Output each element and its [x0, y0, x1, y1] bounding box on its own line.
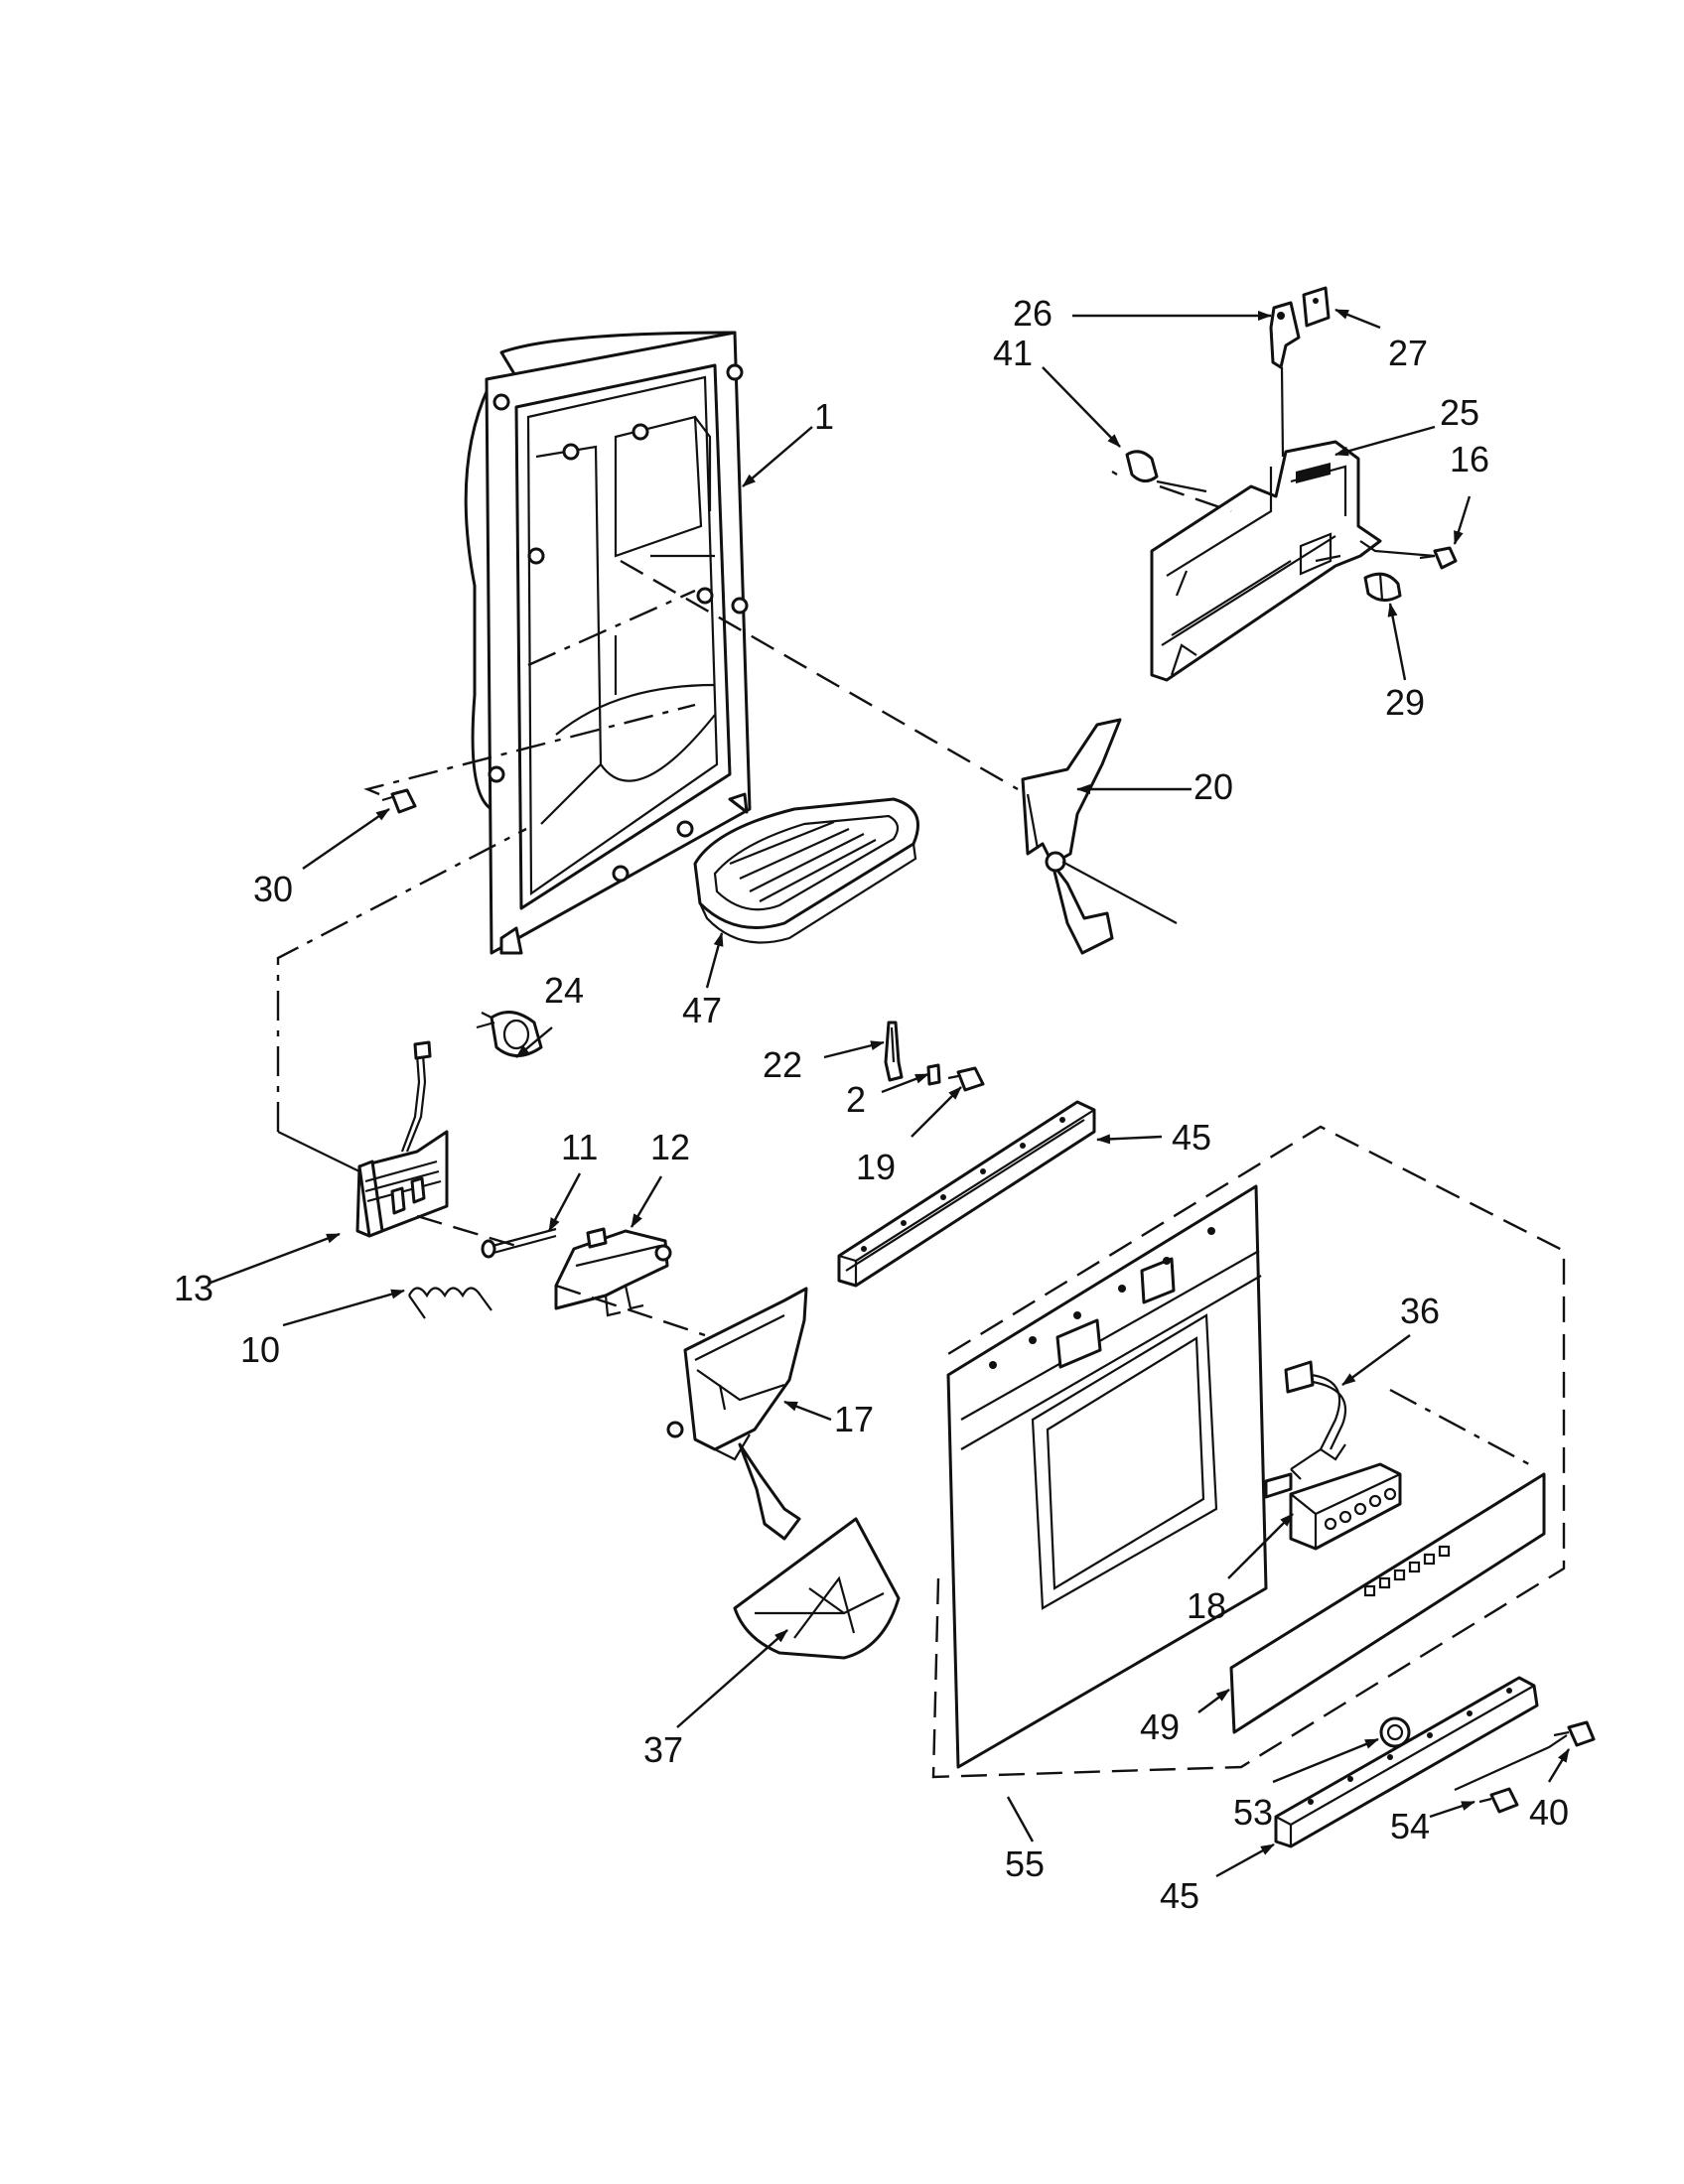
callout-26: 26 [1013, 293, 1052, 334]
trim-strip-upper-part-45 [837, 1100, 1096, 1288]
microswitch-part-26 [1269, 301, 1301, 458]
callout-11: 11 [561, 1127, 598, 1167]
dispenser-front-assembly-part-55 [931, 1125, 1566, 1779]
actuator-lever-part-20 [1021, 718, 1122, 955]
leader-lines [210, 308, 1571, 1878]
callout-29: 29 [1385, 682, 1425, 723]
overlay-panel-part-49 [1229, 1472, 1546, 1734]
screw-part-30 [381, 788, 417, 814]
screw-part-40 [1553, 1720, 1596, 1747]
callout-27: 27 [1388, 333, 1428, 373]
trim-strip-lower-part-45 [1274, 1676, 1539, 1848]
knob-part-53 [1379, 1716, 1411, 1748]
screw-part-19 [947, 1066, 985, 1092]
callout-45-upper: 45 [1172, 1117, 1211, 1158]
callout-19: 19 [856, 1147, 896, 1187]
assembly-lines [276, 471, 1568, 1792]
callout-30: 30 [253, 869, 293, 909]
terminal-part-2 [926, 1063, 941, 1086]
spring-part-10 [408, 1287, 492, 1319]
bracket-part-12 [554, 1227, 672, 1317]
callout-41: 41 [993, 333, 1033, 373]
wire-harness-part-36 [1284, 1360, 1347, 1480]
motor-part-13 [355, 1040, 449, 1238]
callout-25: 25 [1440, 392, 1479, 433]
callout-45-lower: 45 [1160, 1875, 1199, 1916]
housing-frame-part-1 [464, 331, 752, 955]
screw-part-16 [1419, 546, 1458, 570]
actuator-paddle-part-17 [666, 1287, 808, 1541]
callout-47: 47 [682, 990, 722, 1030]
callout-54: 54 [1390, 1806, 1430, 1846]
callout-labels: 1 26 27 41 25 16 29 20 30 47 24 22 2 19 … [174, 293, 1569, 1916]
contact-part-22 [884, 1021, 904, 1082]
callout-12: 12 [650, 1127, 690, 1167]
callout-13: 13 [174, 1268, 213, 1308]
drip-grille-part-47 [693, 797, 919, 944]
insulator-plate-part-27 [1302, 286, 1331, 328]
callout-17: 17 [834, 1399, 874, 1439]
callout-18: 18 [1187, 1585, 1226, 1626]
callout-20: 20 [1193, 766, 1233, 807]
callout-1: 1 [814, 396, 834, 437]
callout-36: 36 [1400, 1291, 1440, 1331]
screw-part-54 [1478, 1787, 1519, 1814]
shaft-part-11 [481, 1227, 557, 1259]
callout-24: 24 [544, 970, 584, 1011]
bushing-part-29 [1363, 572, 1402, 602]
control-board-part-18 [1264, 1462, 1402, 1551]
bumper-part-41 [1125, 450, 1159, 482]
callout-40: 40 [1529, 1792, 1569, 1833]
callout-22: 22 [763, 1044, 802, 1085]
callout-16: 16 [1450, 439, 1489, 479]
ice-chute-part-37 [733, 1517, 901, 1660]
callout-55: 55 [1005, 1843, 1045, 1884]
callout-10: 10 [240, 1329, 280, 1370]
solenoid-part-24 [476, 1011, 543, 1057]
callout-53: 53 [1233, 1792, 1273, 1833]
callout-49: 49 [1140, 1706, 1180, 1747]
callout-2: 2 [846, 1079, 866, 1120]
upper-bracket-part-25 [1150, 440, 1382, 682]
callout-37: 37 [643, 1729, 683, 1770]
